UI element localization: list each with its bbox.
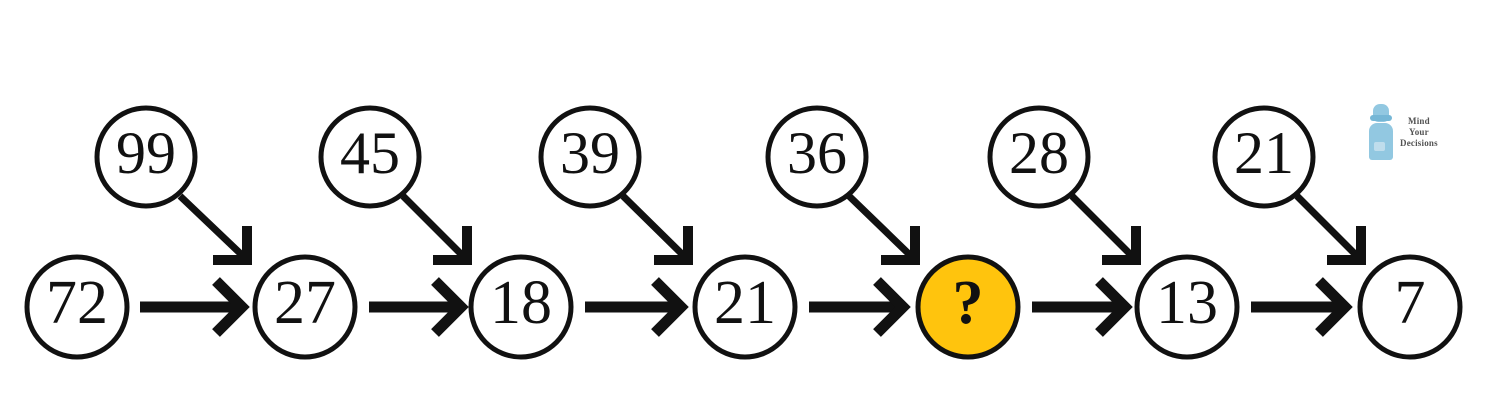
arrow-head	[1102, 226, 1141, 265]
arrow-head	[651, 277, 689, 337]
node-circle[interactable]	[252, 254, 358, 360]
top-node-36[interactable]: 36	[765, 105, 869, 209]
horizontal-arrow	[140, 277, 250, 337]
node-circle[interactable]	[765, 105, 869, 209]
node-circle[interactable]	[987, 105, 1091, 209]
watermark-mind-your-decisions: Mind Your Decisions	[1368, 104, 1438, 160]
horizontal-arrow	[1251, 277, 1353, 337]
watermark-line-2: Your	[1409, 126, 1429, 137]
watermark-line-1: Mind	[1408, 115, 1430, 126]
diagonal-arrow	[1069, 193, 1141, 265]
watermark-line-3: Decisions	[1400, 137, 1438, 148]
diagonal-arrow	[177, 193, 252, 265]
node-value-label: 39	[560, 120, 620, 186]
arrow-head	[654, 226, 693, 265]
horizontal-arrow	[585, 277, 689, 337]
horizontal-arrows-group	[140, 277, 1353, 337]
top-node-45[interactable]: 45	[318, 105, 422, 209]
arrow-shaft	[1294, 193, 1360, 259]
bottom-node-72[interactable]: 72	[24, 254, 130, 360]
arrow-shaft	[846, 193, 914, 259]
top-row-nodes-group: 99 45 39 36 28 21	[94, 105, 1316, 209]
node-value-label: 72	[46, 269, 108, 337]
node-value-label: 7	[1395, 269, 1426, 337]
watermark-body-shape	[1369, 123, 1393, 160]
node-value-label: 21	[714, 269, 776, 337]
bottom-node-13[interactable]: 13	[1134, 254, 1240, 360]
bottom-node-7[interactable]: 7	[1357, 254, 1463, 360]
node-circle[interactable]	[468, 254, 574, 360]
node-value-label: 28	[1009, 120, 1069, 186]
node-value-label: 99	[116, 120, 176, 186]
top-node-21[interactable]: 21	[1212, 105, 1316, 209]
arrow-head	[873, 277, 911, 337]
top-node-99[interactable]: 99	[94, 105, 198, 209]
node-value-label: 45	[340, 120, 400, 186]
arrow-head	[433, 226, 472, 265]
node-value-label: 21	[1234, 120, 1294, 186]
watermark-person-icon	[1368, 104, 1394, 160]
arrow-shaft	[620, 193, 687, 259]
horizontal-arrow	[809, 277, 911, 337]
bottom-row-nodes-group: 72 27 18 21? 13 7	[24, 254, 1463, 360]
bottom-node-21[interactable]: 21	[692, 254, 798, 360]
diagonal-arrow	[620, 193, 693, 265]
diagonal-arrow	[400, 193, 472, 265]
top-node-39[interactable]: 39	[538, 105, 642, 209]
top-node-28[interactable]: 28	[987, 105, 1091, 209]
watermark-text-block: Mind Your Decisions	[1400, 116, 1438, 149]
arrow-head	[881, 226, 920, 265]
arrow-head	[213, 226, 252, 265]
node-circle[interactable]	[94, 105, 198, 209]
arrow-shaft	[177, 193, 246, 259]
watermark-badge-shape	[1374, 142, 1385, 151]
arrow-head	[1095, 277, 1133, 337]
node-value-label: 27	[274, 269, 336, 337]
diagonal-arrow	[846, 193, 920, 265]
arrow-shaft	[1069, 193, 1135, 259]
arrow-head	[1327, 226, 1366, 265]
node-circle[interactable]	[24, 254, 130, 360]
node-value-label: 13	[1156, 269, 1218, 337]
node-circle[interactable]	[1357, 254, 1463, 360]
node-value-label: ?	[953, 269, 984, 337]
node-circle[interactable]	[318, 105, 422, 209]
horizontal-arrow	[369, 277, 469, 337]
node-value-label: 18	[490, 269, 552, 337]
horizontal-arrow	[1032, 277, 1133, 337]
arrow-head	[431, 277, 469, 337]
arrow-head	[212, 277, 250, 337]
node-value-label: 36	[787, 120, 847, 186]
node-circle[interactable]	[1134, 254, 1240, 360]
arrow-shaft	[400, 193, 466, 259]
arrow-head	[1315, 277, 1353, 337]
node-circle[interactable]	[538, 105, 642, 209]
bottom-node-unknown[interactable]: ?	[915, 254, 1021, 360]
node-circle[interactable]	[692, 254, 798, 360]
diagonal-arrows-group	[177, 193, 1366, 265]
bottom-node-18[interactable]: 18	[468, 254, 574, 360]
diagonal-arrow	[1294, 193, 1366, 265]
node-circle[interactable]	[1212, 105, 1316, 209]
bottom-node-27[interactable]: 27	[252, 254, 358, 360]
watermark-glasses-shape	[1370, 115, 1392, 121]
highlighted-node-circle[interactable]	[915, 254, 1021, 360]
